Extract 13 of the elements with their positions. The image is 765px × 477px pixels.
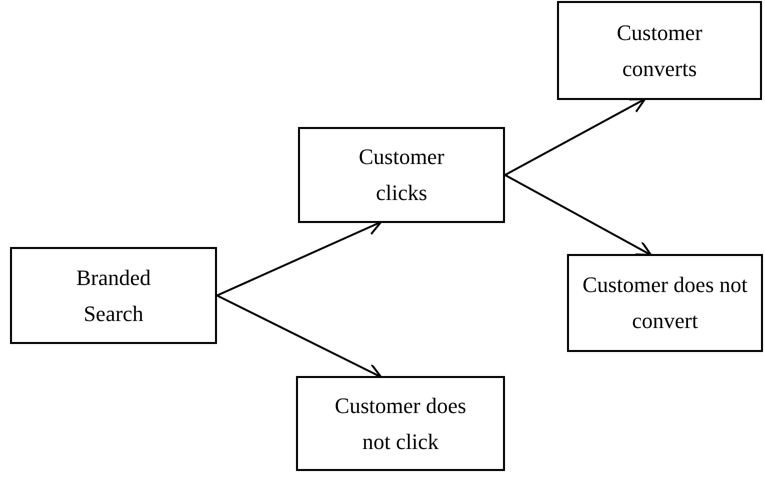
- box-label: Branded Search: [75, 264, 152, 328]
- box-label: Customer clicks: [358, 143, 446, 207]
- process-box: [296, 376, 505, 471]
- arrow: [504, 98, 646, 176]
- box-label: Customer does not convert: [582, 271, 748, 335]
- process-box: [557, 1, 762, 100]
- box-label: Customer converts: [616, 18, 704, 82]
- process-box: [10, 247, 217, 344]
- arrow: [504, 174, 652, 256]
- arrow: [216, 294, 382, 378]
- process-box: [298, 127, 505, 223]
- box-label: Customer does not click: [334, 392, 468, 456]
- process-box: [567, 254, 763, 352]
